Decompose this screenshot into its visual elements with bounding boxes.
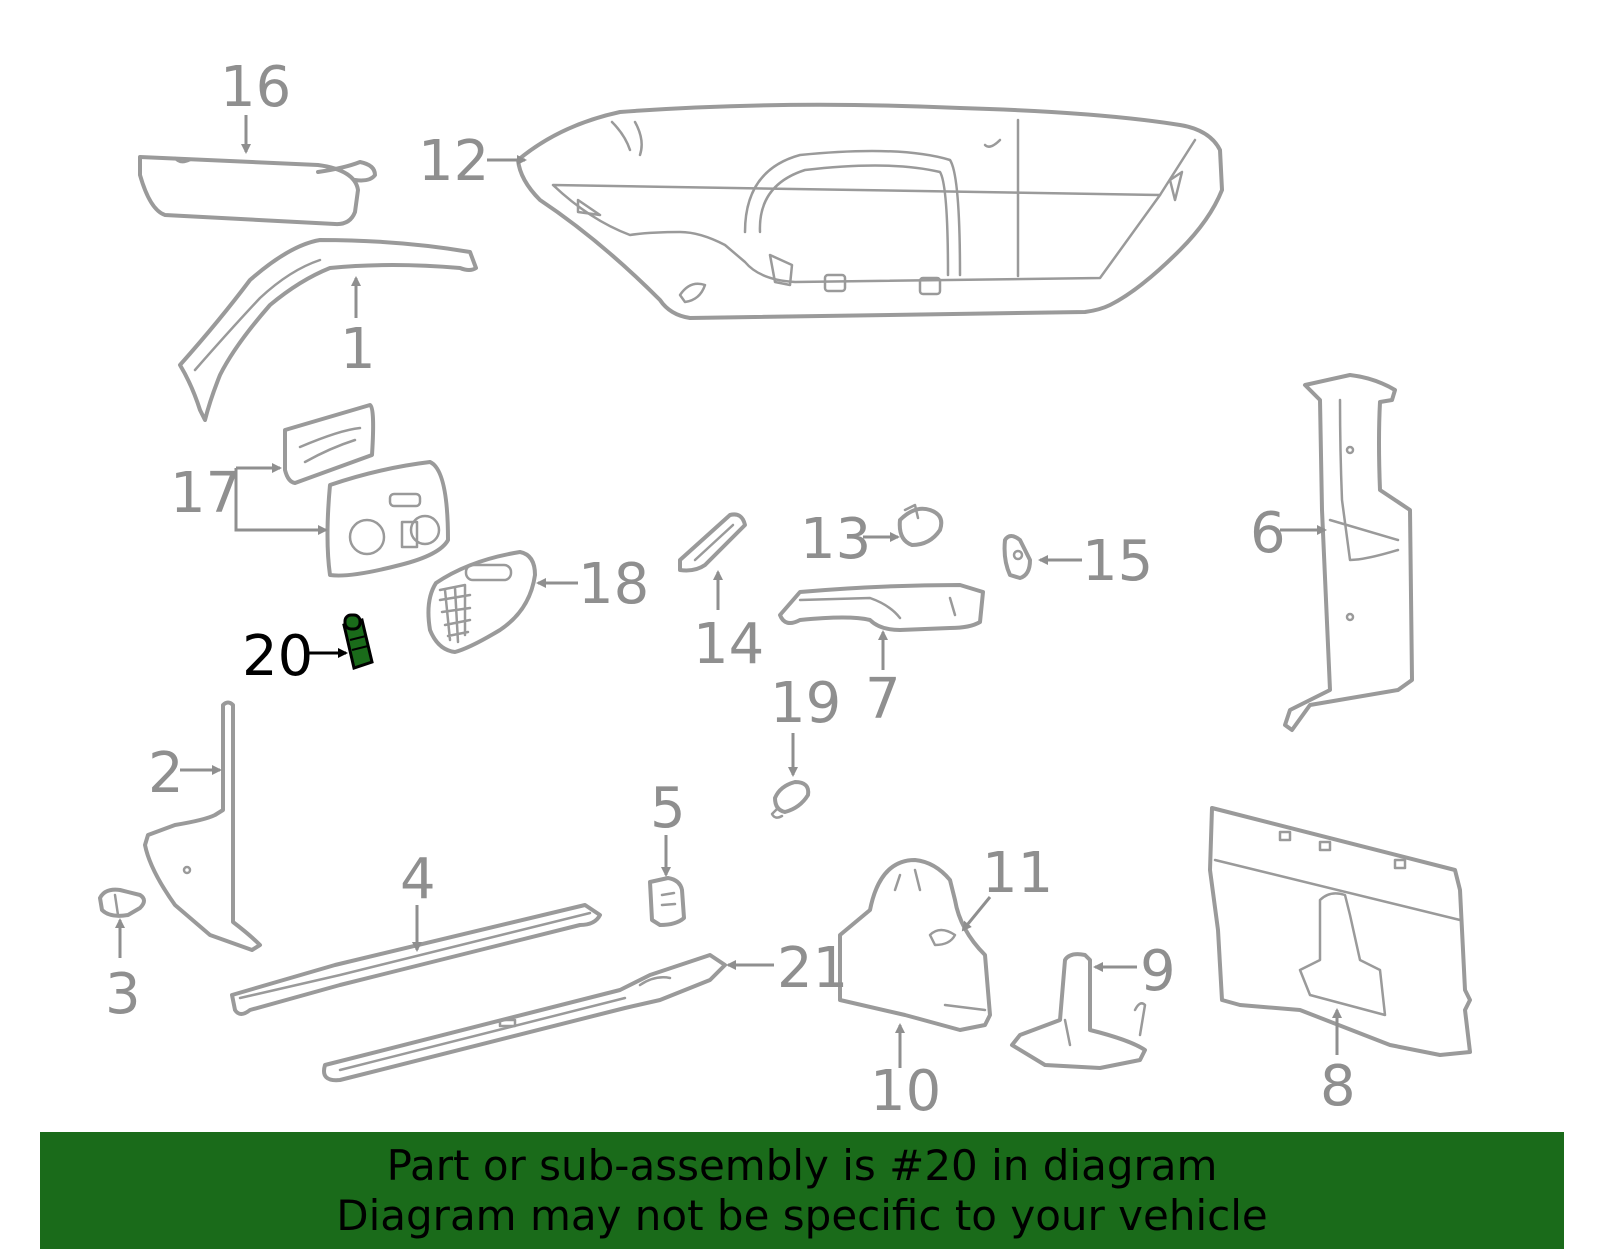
banner-line-1: Part or sub-assembly is #20 in diagram bbox=[386, 1140, 1218, 1190]
part-3-push-pin[interactable] bbox=[98, 887, 146, 918]
callout-10: 10 bbox=[870, 1059, 941, 1124]
callout-14: 14 bbox=[693, 612, 764, 677]
callout-13: 13 bbox=[800, 507, 871, 572]
part-6-b-pillar-trim[interactable] bbox=[1283, 373, 1414, 732]
info-banner: Part or sub-assembly is #20 in diagram D… bbox=[40, 1132, 1564, 1249]
banner-line-2: Diagram may not be specific to your vehi… bbox=[336, 1190, 1268, 1240]
part-10-console-trim[interactable] bbox=[838, 858, 992, 1032]
leader-arrows bbox=[115, 115, 1342, 1068]
callout-15: 15 bbox=[1082, 529, 1153, 594]
callout-12: 12 bbox=[418, 129, 489, 194]
part-1-a-pillar-trim[interactable] bbox=[178, 238, 478, 422]
part-20-bulb-highlighted[interactable] bbox=[342, 613, 374, 670]
part-8-rear-panel[interactable] bbox=[1208, 806, 1472, 1057]
callout-1: 1 bbox=[340, 317, 376, 382]
callout-3: 3 bbox=[105, 962, 141, 1027]
callout-21: 21 bbox=[777, 936, 848, 1001]
callout-16: 16 bbox=[220, 55, 291, 120]
callout-19: 19 bbox=[770, 671, 841, 736]
part-18-dome-lamp-lens[interactable] bbox=[426, 550, 537, 654]
callout-5: 5 bbox=[650, 776, 686, 841]
callout-6: 6 bbox=[1250, 501, 1286, 566]
callout-11: 11 bbox=[982, 841, 1053, 906]
part-16-sun-visor[interactable] bbox=[138, 155, 377, 227]
part-13-clip[interactable] bbox=[897, 503, 944, 547]
callout-20: 20 bbox=[242, 624, 313, 689]
callout-9: 9 bbox=[1140, 939, 1176, 1004]
part-15-bracket[interactable] bbox=[1002, 534, 1032, 580]
part-17-overhead-console[interactable] bbox=[283, 403, 450, 578]
part-14-grab-handle[interactable] bbox=[678, 512, 747, 573]
callout-18: 18 bbox=[578, 552, 649, 617]
callout-labels: 16 12 1 17 18 20 14 13 15 7 6 19 2 3 4 5… bbox=[105, 55, 1356, 1124]
callout-17: 17 bbox=[170, 461, 241, 526]
part-21-scuff-plate[interactable] bbox=[322, 953, 727, 1083]
part-5-clip[interactable] bbox=[648, 876, 686, 927]
part-7-roof-rail-trim[interactable] bbox=[778, 583, 985, 632]
part-12-headliner[interactable] bbox=[516, 102, 1224, 320]
part-4-sill-plate[interactable] bbox=[230, 903, 602, 1016]
callout-7: 7 bbox=[865, 667, 901, 732]
callout-4: 4 bbox=[400, 847, 436, 912]
part-9-bracket[interactable] bbox=[1010, 952, 1147, 1070]
part-2-pillar-trim[interactable] bbox=[143, 700, 262, 952]
callout-2: 2 bbox=[148, 741, 184, 806]
part-19-bulb[interactable] bbox=[770, 780, 811, 819]
callout-8: 8 bbox=[1320, 1054, 1356, 1119]
